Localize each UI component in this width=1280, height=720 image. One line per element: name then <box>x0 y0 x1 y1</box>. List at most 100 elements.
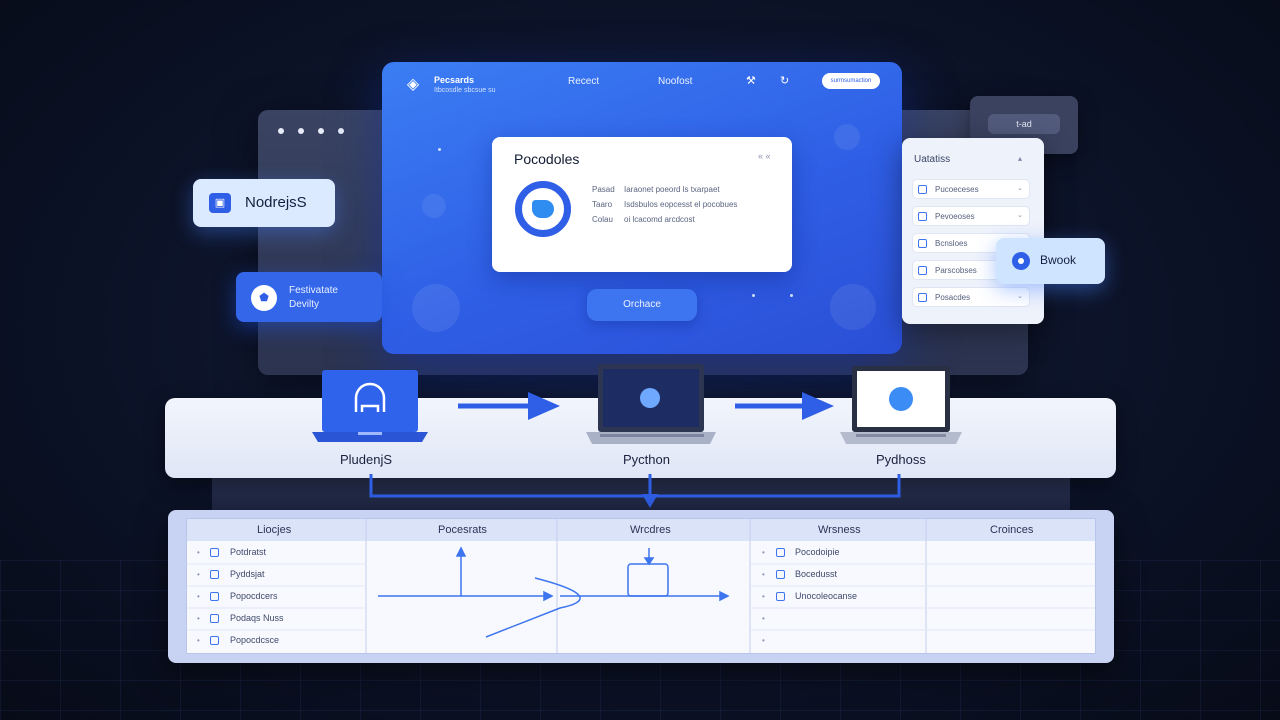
checkbox[interactable] <box>210 614 219 623</box>
record-icon <box>1012 252 1030 270</box>
column-header[interactable]: Wrcdres <box>630 524 671 536</box>
brand-name: Pecsards <box>434 75 475 85</box>
list-panel-title: Uatatiss <box>914 154 951 165</box>
checkbox[interactable] <box>210 548 219 557</box>
list-item[interactable]: Pucoeceses ⌄ <box>912 179 1030 199</box>
dot-icon <box>298 128 304 134</box>
device-label-pludenjs: PludenjS <box>340 452 393 467</box>
dialog-row-value: Isdsbulos eopcesst el pocobues <box>624 200 738 209</box>
main-window: ◈ Pecsards Itbcosdle sbcsue su Recect No… <box>382 62 902 354</box>
dialog-row-label: Colau <box>592 215 613 224</box>
devility-chip-line2: Devilty <box>289 299 320 310</box>
column-header[interactable]: Pocesrats <box>438 524 487 536</box>
row-handle-icon: • <box>762 636 765 645</box>
checkbox[interactable] <box>918 239 927 248</box>
decor-bubble <box>834 124 860 150</box>
list-panel: Uatatiss ▴ Pucoeceses ⌄ Pevoeoses ⌄ Bcns… <box>902 138 1044 324</box>
brand-logo-icon: ◈ <box>406 76 420 93</box>
mini-card-button[interactable]: t-ad <box>988 114 1060 134</box>
nav-action-button[interactable]: surmsumaction <box>822 73 880 89</box>
list-item-label: Posacdes <box>935 293 971 302</box>
window-dots <box>278 128 344 134</box>
nodejs-chip[interactable]: ▣ NodrejsS <box>193 179 335 227</box>
row-handle-icon: • <box>762 592 765 601</box>
package-icon: ▣ <box>209 193 231 213</box>
checkbox[interactable] <box>918 185 927 194</box>
checkbox[interactable] <box>210 636 219 645</box>
table-cell: Unocoleocanse <box>795 591 858 601</box>
list-item-label: Pevoeoses <box>935 212 975 221</box>
checkbox[interactable] <box>210 592 219 601</box>
checkbox[interactable] <box>210 570 219 579</box>
sparkle <box>438 148 441 151</box>
table-cell: Pyddsjat <box>230 569 265 579</box>
row-handle-icon: • <box>197 592 200 601</box>
nav-link-noofost[interactable]: Noofost <box>658 76 693 87</box>
column-header[interactable]: Wrsness <box>818 524 861 536</box>
sparkle <box>752 294 755 297</box>
column-header[interactable]: Liocjes <box>257 524 292 536</box>
info-dialog: Pocodoles « « Pasad Iaraonet poeord ls t… <box>492 137 792 272</box>
row-handle-icon: • <box>762 614 765 623</box>
laptop-nodejs-icon <box>312 370 428 442</box>
list-item-label: Bcnsloes <box>935 239 968 248</box>
dialog-row-value: oi lcacomd arcdcost <box>624 215 695 224</box>
list-item-label: Parscobses <box>935 266 977 275</box>
checkbox[interactable] <box>918 212 927 221</box>
dialog-close-icon[interactable]: « « <box>758 151 771 161</box>
mini-flow-diagram <box>378 546 730 638</box>
device-label-pydhoss: Pydhoss <box>876 452 926 467</box>
dialog-row-label: Taaro <box>592 200 613 209</box>
decor-bubble <box>422 194 446 218</box>
chevron-down-icon: ⌄ <box>1017 185 1023 192</box>
table-cell: Potdratst <box>230 547 267 557</box>
avatar-icon <box>515 181 571 237</box>
nav-link-recect[interactable]: Recect <box>568 76 600 87</box>
dialog-title: Pocodoles <box>514 151 580 167</box>
list-item[interactable]: Posacdes ⌄ <box>912 287 1030 307</box>
row-handle-icon: • <box>762 570 765 579</box>
decor-bubble <box>830 284 876 330</box>
connector-lines <box>369 474 901 508</box>
checkbox[interactable] <box>918 293 927 302</box>
decor-bubble <box>412 284 460 332</box>
brook-chip-label: Bwook <box>1040 253 1077 267</box>
shield-icon: ⬟ <box>251 285 277 311</box>
primary-button[interactable]: Orchace <box>587 289 697 321</box>
brand-subtitle: Itbcosdle sbcsue su <box>434 87 496 94</box>
list-item[interactable]: Pevoeoses ⌄ <box>912 206 1030 226</box>
table-cell: Popocdcers <box>230 591 278 601</box>
dot-icon <box>338 128 344 134</box>
row-handle-icon: • <box>197 636 200 645</box>
table-cell: Podaqs Nuss <box>230 613 284 623</box>
dot-icon <box>278 128 284 134</box>
table-cell: Popocdcsce <box>230 635 280 645</box>
tools-icon[interactable]: ⚒ <box>746 75 756 87</box>
devility-chip[interactable]: ⬟ Festivatate Devilty <box>236 272 382 322</box>
dialog-row-value: Iaraonet poeord ls txarpaet <box>624 185 720 194</box>
laptop-pydhoss-icon <box>840 366 962 444</box>
checkbox[interactable] <box>918 266 927 275</box>
checkbox[interactable] <box>776 592 785 601</box>
column-header[interactable]: Croinces <box>990 524 1034 536</box>
row-handle-icon: • <box>197 614 200 623</box>
chevron-down-icon: ⌄ <box>1017 212 1023 219</box>
brook-chip[interactable]: Bwook <box>996 238 1105 284</box>
checkbox[interactable] <box>776 570 785 579</box>
chevron-down-icon: ⌄ <box>1017 293 1023 300</box>
checkbox[interactable] <box>776 548 785 557</box>
dot-icon <box>318 128 324 134</box>
refresh-icon[interactable]: ↻ <box>780 75 790 87</box>
sparkle <box>790 294 793 297</box>
expand-icon[interactable]: ▴ <box>1018 154 1023 163</box>
table-cell: Pocodoipie <box>795 547 840 557</box>
nodejs-chip-label: NodrejsS <box>245 194 307 211</box>
flow-arrow-icon <box>735 392 834 420</box>
row-handle-icon: • <box>197 548 200 557</box>
laptop-python-icon <box>586 364 716 444</box>
table-cell: Bocedusst <box>795 569 838 579</box>
list-item-label: Pucoeceses <box>935 185 979 194</box>
flow-arrow-icon <box>458 392 560 420</box>
